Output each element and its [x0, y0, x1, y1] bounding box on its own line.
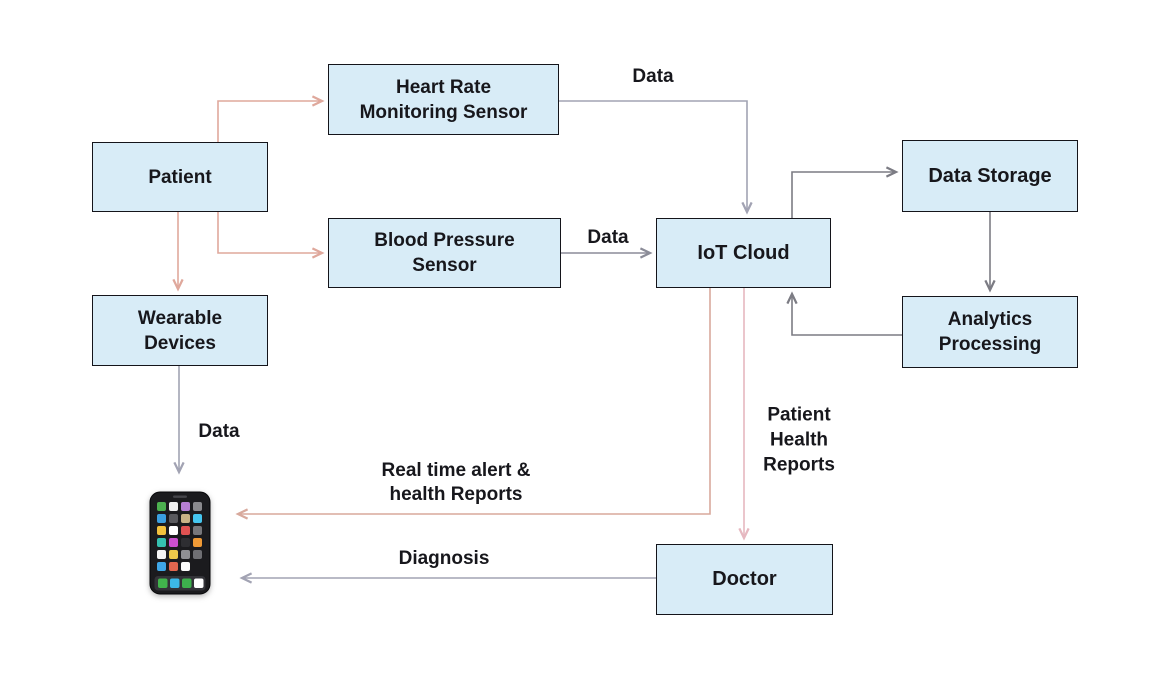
node-data-storage: Data Storage: [902, 140, 1078, 212]
edge-patient-blood-pressure: [217, 212, 322, 253]
label-data-blood-pressure: Data: [587, 227, 629, 248]
label-data-heart-rate: Data: [632, 66, 674, 87]
smartphone-icon: [149, 491, 211, 595]
edge-patient-heart-rate: [217, 101, 322, 142]
label-patient-health-reports: Patient Health Reports: [763, 404, 835, 476]
node-analytics-processing: Analytics Processing: [902, 296, 1078, 368]
label-data-wearable: Data: [198, 421, 240, 442]
node-heart-rate-sensor: Heart Rate Monitoring Sensor: [328, 64, 559, 135]
edge-analytics-iot-cloud: [792, 294, 902, 336]
node-patient: Patient: [92, 142, 268, 212]
node-iot-cloud: IoT Cloud: [656, 218, 831, 288]
edge-iot-cloud-data-storage: [791, 172, 896, 218]
node-blood-pressure-sensor: Blood Pressure Sensor: [328, 218, 561, 288]
node-doctor: Doctor: [656, 544, 833, 615]
edge-iot-cloud-smartphone: [238, 288, 711, 514]
edge-heart-rate-iot-cloud: [559, 100, 747, 212]
node-wearable-devices: Wearable Devices: [92, 295, 268, 366]
label-diagnosis: Diagnosis: [398, 548, 490, 569]
label-realtime-alert: Real time alert & health Reports: [381, 460, 531, 505]
